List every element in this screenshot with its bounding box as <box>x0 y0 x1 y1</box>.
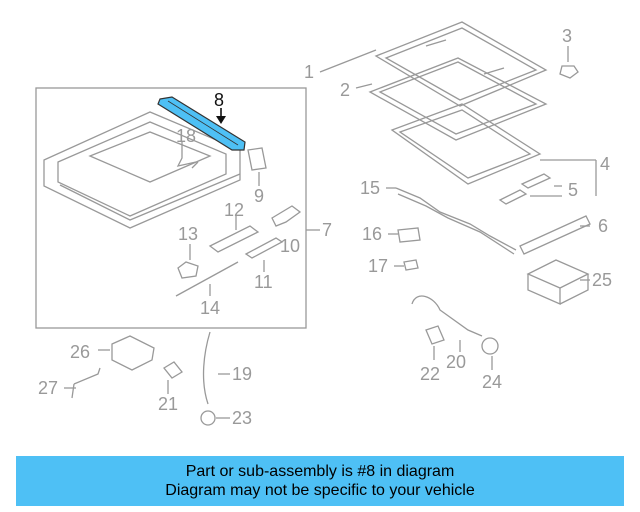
callout-3: 3 <box>562 26 572 46</box>
callout-1: 1 <box>304 62 314 82</box>
part-6-drain <box>519 215 591 255</box>
part-25-motor <box>526 259 590 305</box>
part-17 <box>403 259 419 271</box>
callout-8: 8 <box>214 90 224 110</box>
part-16 <box>397 227 421 243</box>
callout-labels: 1 2 3 4 5 6 7 8 9 10 11 12 13 14 15 16 1… <box>38 26 612 428</box>
callout-17: 17 <box>368 256 388 276</box>
part-8-rail <box>157 96 246 151</box>
glass-panels-drawing <box>319 21 548 185</box>
brackets-4-5 <box>498 159 597 205</box>
callout-12: 12 <box>224 200 244 220</box>
callout-27: 27 <box>38 378 58 398</box>
leader-lines <box>386 187 590 281</box>
callout-13: 13 <box>178 224 198 244</box>
callout-10: 10 <box>280 236 300 256</box>
banner-line-2: Diagram may not be specific to your vehi… <box>165 482 475 499</box>
parts-diagram: 1 2 3 4 5 6 7 8 9 10 11 12 13 14 15 16 1… <box>35 21 612 428</box>
callout-4: 4 <box>600 154 610 174</box>
part-15-cable <box>395 187 517 251</box>
callout-15: 15 <box>360 178 380 198</box>
bolt-3 <box>559 46 579 79</box>
callout-16: 16 <box>362 224 382 244</box>
callout-23: 23 <box>232 408 252 428</box>
callout-25: 25 <box>592 270 612 290</box>
callout-2: 2 <box>340 80 350 100</box>
info-banner: Part or sub-assembly is #8 in diagram Di… <box>16 456 624 506</box>
callout-5: 5 <box>568 180 578 200</box>
callout-21: 21 <box>158 394 178 414</box>
callout-6: 6 <box>598 216 608 236</box>
callout-11: 11 <box>254 272 273 292</box>
callout-24: 24 <box>482 372 502 392</box>
callout-14: 14 <box>200 298 220 318</box>
callout-22: 22 <box>420 364 440 384</box>
banner-line-1: Part or sub-assembly is #8 in diagram <box>185 463 455 480</box>
sunroof-frame-drawing <box>43 111 241 229</box>
callout-26: 26 <box>70 342 90 362</box>
callout-20: 20 <box>446 352 466 372</box>
callout-9: 9 <box>254 186 264 206</box>
small-parts-drawing <box>175 142 302 297</box>
drain-parts-20-22-24 <box>411 295 499 370</box>
lower-parts-drawing <box>64 331 230 426</box>
callout-18: 18 <box>176 126 196 146</box>
callout-7: 7 <box>322 220 332 240</box>
callout-19: 19 <box>232 364 252 384</box>
subassembly-box <box>35 87 307 329</box>
